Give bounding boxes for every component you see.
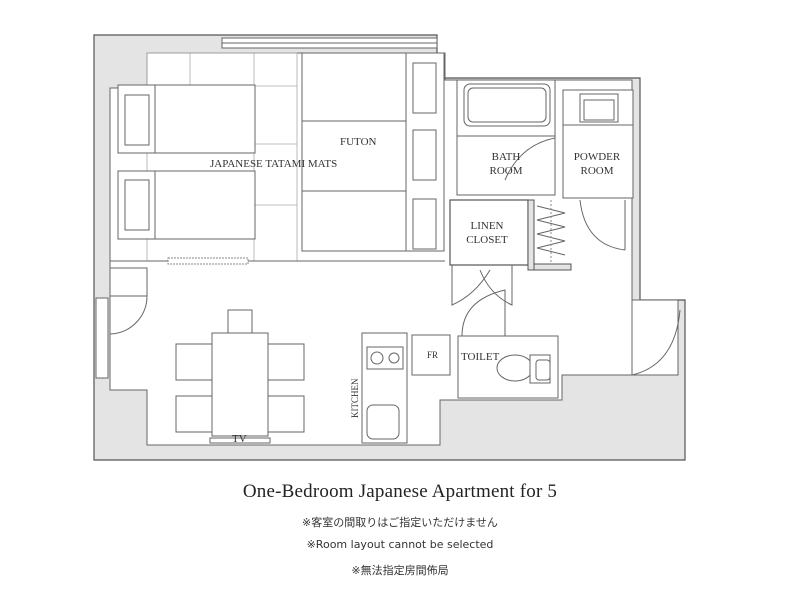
note-japanese: ※客室の間取りはご指定いただけません: [302, 516, 498, 529]
label-fr: FR: [427, 350, 438, 360]
label-futon: FUTON: [340, 136, 377, 148]
label-bath-2: ROOM: [489, 165, 522, 177]
dining-set: [175, 309, 305, 444]
label-powder-2: ROOM: [580, 165, 613, 177]
label-linen-1: LINEN: [471, 220, 504, 232]
toilet-room: [457, 289, 559, 399]
label-linen-2: CLOSET: [466, 234, 508, 246]
powder-room: [562, 89, 634, 251]
futon-beds: [117, 52, 445, 252]
label-kitchen: KITCHEN: [350, 378, 360, 418]
shoe-cabinet: [109, 267, 148, 297]
label-toilet: TOILET: [461, 351, 500, 363]
label-tatami: JAPANESE TATAMI MATS: [210, 158, 337, 170]
window-left: [95, 297, 109, 379]
kitchen-counter: [361, 332, 451, 444]
linen-closet: [449, 199, 572, 306]
label-tv: TV: [232, 433, 247, 445]
bathroom: [456, 79, 556, 196]
plan-title: One-Bedroom Japanese Apartment for 5: [242, 481, 558, 502]
label-powder-1: POWDER: [574, 151, 621, 163]
note-chinese: ※無法指定房間佈局: [351, 564, 449, 577]
sliding-door-rail: [167, 257, 249, 265]
entrance-door: [631, 300, 681, 376]
label-bath-1: BATH: [492, 151, 521, 163]
note-english: ※Room layout cannot be selected: [306, 538, 494, 551]
